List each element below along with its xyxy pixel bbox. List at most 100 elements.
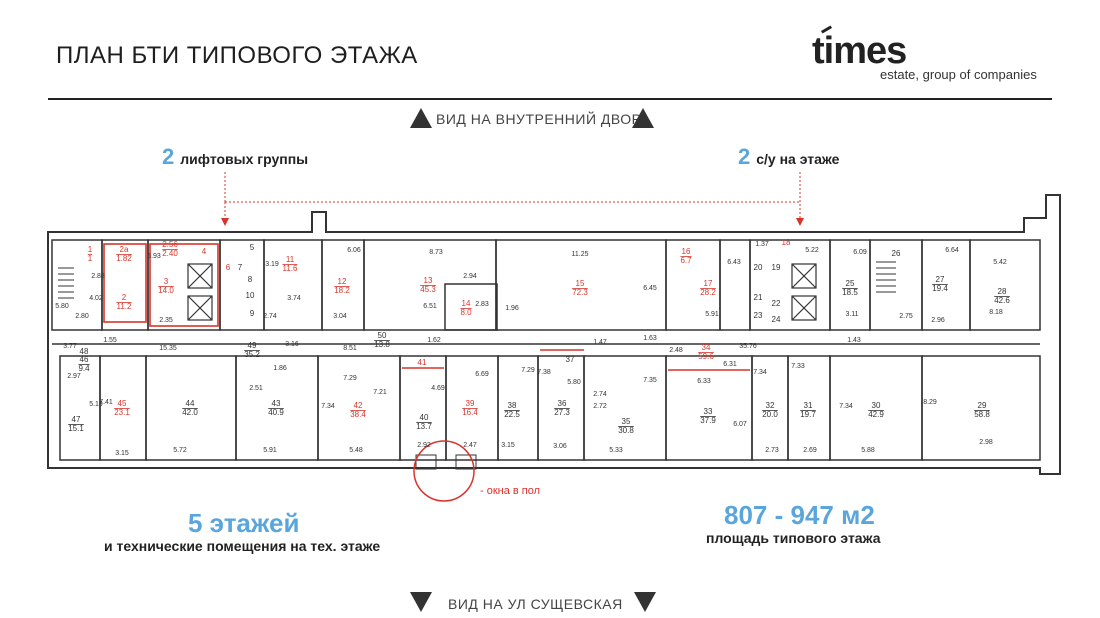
room-16-number: 16 [682,247,691,256]
room-2-number: 2 [122,293,127,302]
dimension-label: 2.74 [593,391,607,398]
dimension-label: 5.93 [147,253,161,260]
room-18-number: 18 [782,238,791,247]
dimension-label: 2.69 [803,447,817,454]
room-28-number: 28 [998,287,1007,296]
room-2-area: 11.2 [117,302,133,311]
room-16-area: 6.7 [680,256,692,265]
room-47-number: 47 [72,415,81,424]
room-3-number: 3 [164,277,169,286]
room-25-area: 18.5 [842,288,858,297]
room-26-number: 26 [892,249,901,258]
dimension-label: 7.21 [373,389,387,396]
arrow-up-icon [410,108,432,128]
dimension-label: 7.29 [521,367,535,374]
dimension-label: 8.18 [989,309,1003,316]
logo-subtitle: estate, group of companies [880,67,1037,82]
room-20-number: 20 [754,263,763,272]
dimension-label: 2.47 [463,442,477,449]
room-12-area: 18.2 [334,286,350,295]
room-2a-area: 1.82 [116,254,132,263]
room-3-area: 14.0 [158,286,174,295]
view-courtyard-label: ВИД НА ВНУТРЕННИЙ ДВОР [436,111,642,127]
room-14-area: 8.0 [460,308,472,317]
dimension-label: 2.83 [475,301,489,308]
header-divider [48,98,1052,100]
room-25-number: 25 [846,279,855,288]
lifts-text: лифтовых группы [180,151,309,167]
room-46-number: 46 [80,355,89,364]
dimension-label: 6.43 [727,259,741,266]
dimension-label: 3.77 [63,343,77,350]
room-31-number: 31 [804,401,813,410]
dimension-label: 2.94 [463,273,477,280]
dimension-label: 5.91 [263,447,277,454]
room-43-area: 40.9 [268,408,284,417]
room-14-number: 14 [462,299,471,308]
dimension-label: 2.96 [931,317,945,324]
dimension-label: 8.29 [923,399,937,406]
room-6-number: 6 [226,263,231,272]
room-50-number: 50 [378,331,387,340]
dimension-label: 2.74 [263,313,277,320]
room-11-number: 11 [286,255,295,264]
dimension-label: 2.51 [249,385,263,392]
room-1-number: 1 [88,245,93,254]
room-9-number: 9 [250,309,255,318]
room-11-area: 11.6 [283,264,299,273]
dimension-label: 2.92 [417,442,431,449]
dimension-label: 2.73 [765,447,779,454]
dimension-label: 8.73 [429,249,443,256]
dimension-label: 5.33 [609,447,623,454]
room-21-number: 21 [754,293,763,302]
room-24-number: 24 [772,315,781,324]
room-7-number: 7 [238,263,243,272]
dimension-label: 5.88 [861,447,875,454]
room-45-number: 45 [118,399,127,408]
room-35-number: 35 [622,417,631,426]
dimension-label: 3.04 [333,313,347,320]
windows-note: - окна в пол [480,485,541,497]
dimension-label: 7.35 [643,377,657,384]
room-36-area: 27.3 [554,408,570,417]
dimension-label: 7.41 [99,399,113,406]
dimension-label: 3.15 [115,450,129,457]
page-title: ПЛАН БТИ ТИПОВОГО ЭТАЖА [56,42,418,69]
floors-caption: и технические помещения на тех. этаже [104,538,381,554]
room-39-number: 39 [466,399,475,408]
dimension-label: 5.48 [349,447,363,454]
dimension-label: 2.48 [669,347,683,354]
room-42-number: 42 [354,401,363,410]
dimension-label: 35.76 [739,343,757,350]
room-44-area: 42.0 [182,408,198,417]
room-15-area: 72.3 [572,288,588,297]
dimension-label: 6.06 [347,247,361,254]
room-45-area: 23.1 [114,408,130,417]
room-40-number: 40 [420,413,429,422]
room-19-number: 19 [772,263,781,272]
dimension-label: 5.22 [805,247,819,254]
dimension-label: 7.34 [321,403,335,410]
dimension-label: 5.80 [567,379,581,386]
arrow-up-icon [632,108,654,128]
dimension-label: 5.42 [993,259,1007,266]
room-34-number: 34 [702,343,711,352]
dimension-label: 2.97 [67,373,81,380]
dimension-label: 6.64 [945,247,959,254]
room-40-area: 13.7 [416,422,432,431]
room-27-area: 19.4 [932,284,948,293]
room-43-number: 43 [272,399,281,408]
dimension-label: 5.72 [173,447,187,454]
room-49-number: 49 [248,341,257,350]
room-48-number: 48 [80,347,89,356]
room-12-number: 12 [338,277,347,286]
dimension-label: 1.55 [103,337,117,344]
room-49-area: 35.2 [244,350,260,359]
dimension-label: 3.15 [501,442,515,449]
room-1-area: 1 [88,254,93,263]
room-50-area: 13.8 [374,340,390,349]
room-10-number: 10 [246,291,255,300]
dimension-label: 8.51 [343,345,357,352]
room-27-number: 27 [936,275,945,284]
room-39-area: 16.4 [462,408,478,417]
